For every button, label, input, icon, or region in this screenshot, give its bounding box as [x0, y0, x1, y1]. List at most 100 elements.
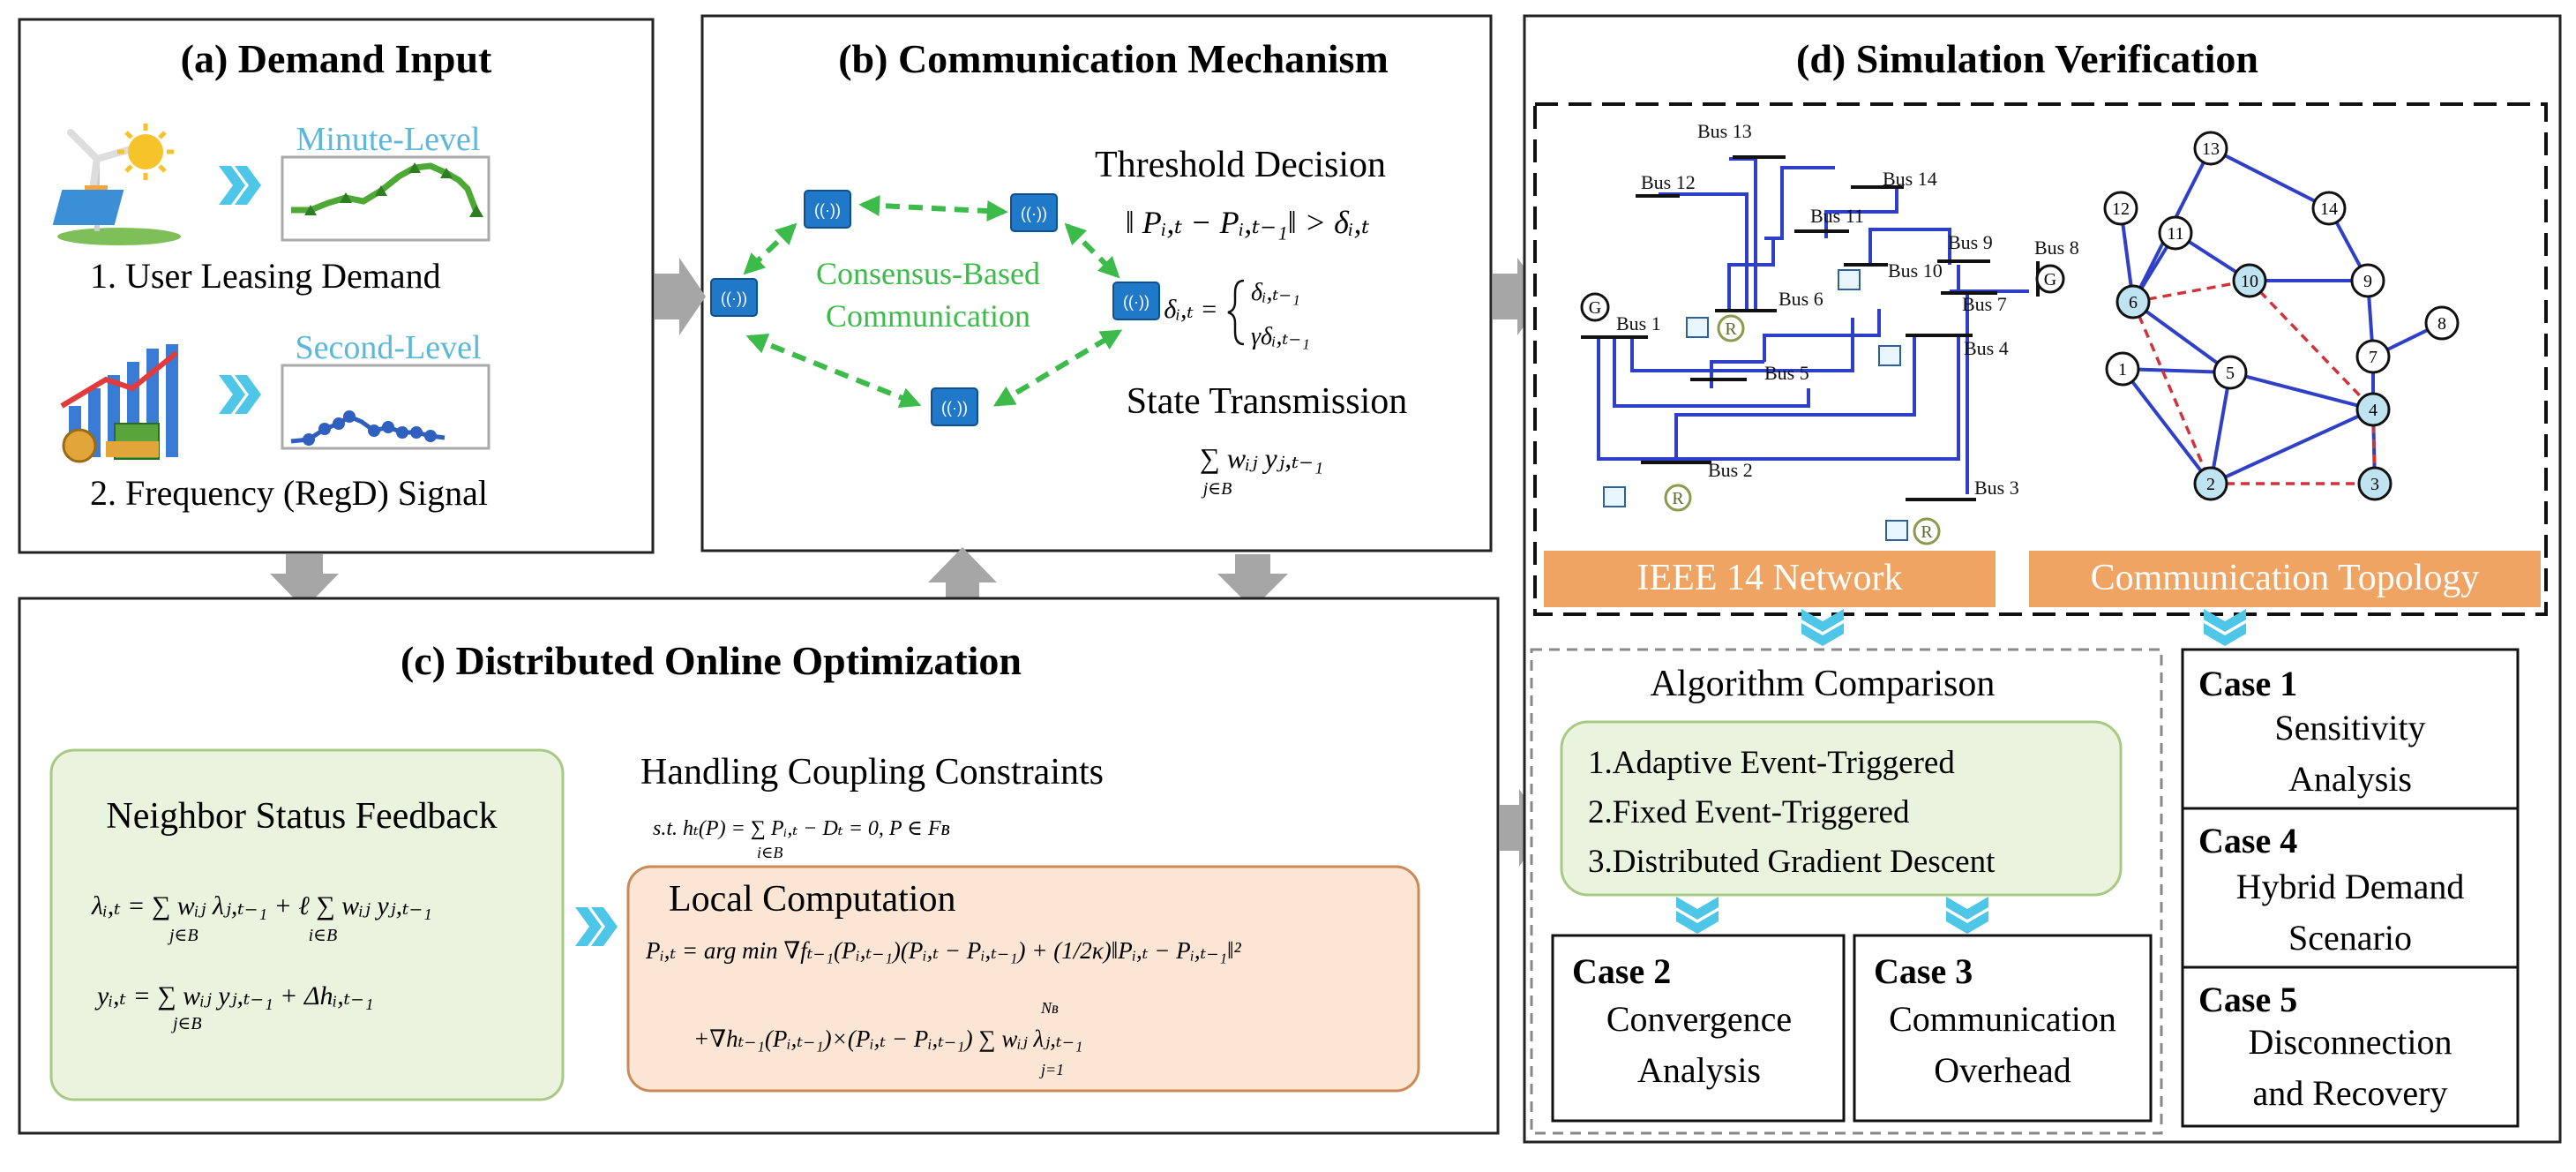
- topology-node: 8: [2437, 314, 2446, 334]
- panel-c-title: (c) Distributed Online Optimization: [401, 638, 1022, 683]
- algorithm-item: 1.Adaptive Event-Triggered: [1588, 745, 1955, 781]
- local-computation-title: Local Computation: [669, 879, 955, 920]
- topology-node: 7: [2369, 348, 2378, 367]
- delta-rule-lhs: δᵢ,ₜ =: [1164, 295, 1217, 324]
- topology-node: 1: [2118, 360, 2127, 379]
- panel-simulation-verification: (d) Simulation Verification: [1523, 14, 2562, 1144]
- coupling-formula: s.t. hₜ(P) = ∑ Pᵢ,ₜ − Dₜ = 0, P ∈ Fʙ: [653, 817, 950, 840]
- arrow-b-to-d: [1493, 258, 1546, 335]
- case-4-line2: Scenario: [2288, 918, 2412, 958]
- demand-item-1: 1. User Leasing Demand: [90, 256, 441, 296]
- topology-node: 14: [2320, 199, 2338, 219]
- storage-icon: [1885, 520, 1908, 541]
- router-icon: [804, 190, 851, 229]
- case-2-line1: Convergence: [1606, 999, 1792, 1039]
- y-equation-sub: j∈B: [170, 1014, 202, 1033]
- ieee14-network: [1597, 157, 2029, 494]
- bus-label: Bus 6: [1778, 288, 1823, 310]
- finance-growth-icon: [60, 344, 178, 463]
- storage-icon: [1686, 317, 1709, 338]
- renewable-energy-icon: [52, 124, 181, 245]
- panel-d-title: (d) Simulation Verification: [1796, 36, 2258, 81]
- algorithm-item: 2.Fixed Event-Triggered: [1588, 794, 1910, 830]
- y-equation: yᵢ,ₜ = ∑ wᵢⱼ yⱼ,ₜ₋₁ + Δhᵢ,ₜ₋₁: [94, 981, 373, 1010]
- delta-case-2: γδᵢ,ₜ₋₁: [1251, 323, 1310, 350]
- renewable-icon: R: [1672, 489, 1684, 508]
- topology-node: 5: [2226, 364, 2235, 383]
- arrow-b-to-c: [1217, 554, 1288, 609]
- local-equation-1: Pᵢ,ₜ = arg min ∇fₜ₋₁(Pᵢ,ₜ₋₁)(Pᵢ,ₜ − Pᵢ,ₜ…: [645, 937, 1242, 964]
- router-icon: [1010, 193, 1058, 232]
- case-4-title: Case 4: [2198, 821, 2297, 860]
- case-3-title: Case 3: [1874, 951, 1973, 991]
- renewable-icon: R: [1921, 522, 1933, 542]
- ieee14-label: IEEE 14 Network: [1637, 558, 1903, 598]
- state-formula: ∑ wᵢⱼ yⱼ,ₜ₋₁: [1200, 442, 1323, 474]
- coupling-formula-sub: i∈B: [757, 844, 783, 861]
- consensus-ring: Consensus-Based Communication: [710, 190, 1160, 426]
- algorithm-comparison-title: Algorithm Comparison: [1651, 664, 1996, 704]
- case-5-title: Case 5: [2198, 980, 2297, 1019]
- case-5-line2: and Recovery: [2252, 1073, 2447, 1113]
- coupling-title: Handling Coupling Constraints: [640, 752, 1104, 793]
- panel-b-title: (b) Communication Mechanism: [838, 36, 1389, 81]
- algorithm-item: 3.Distributed Gradient Descent: [1588, 844, 1996, 880]
- topology-node: 9: [2363, 272, 2372, 291]
- panel-distributed-optimization: (c) Distributed Online Optimization Neig…: [18, 597, 1500, 1135]
- topology-node: 12: [2112, 199, 2130, 219]
- bus-label: Bus 8: [2034, 237, 2079, 259]
- local-equation-2-sub: j=1: [1039, 1061, 1064, 1078]
- bus-label: Bus 9: [1948, 231, 1993, 253]
- case-1-line2: Analysis: [2288, 759, 2412, 799]
- panel-demand-input: (a) Demand Input Minute-Level 1. User: [18, 18, 655, 554]
- arrow-c-to-d: [1500, 789, 1546, 867]
- topology-node: 3: [2370, 475, 2379, 494]
- renewable-icon: R: [1725, 319, 1737, 339]
- panel-a-title: (a) Demand Input: [181, 36, 492, 81]
- bus-label: Bus 12: [1641, 171, 1696, 193]
- generator-icon: G: [1589, 298, 1601, 318]
- demand-item-2: 2. Frequency (RegD) Signal: [90, 473, 488, 513]
- minute-level-curve: [291, 162, 480, 214]
- lambda-equation-sub: j∈B i∈B: [167, 926, 337, 945]
- storage-icon: [1603, 486, 1626, 507]
- delta-case-1: δᵢ,ₜ₋₁: [1251, 279, 1300, 306]
- arrow-c-to-b: [928, 547, 997, 600]
- case-1-line1: Sensitivity: [2274, 708, 2425, 748]
- router-icon: [931, 387, 978, 426]
- threshold-formula: ‖ Pᵢ,ₜ − Pᵢ,ₜ₋₁‖ > δᵢ,ₜ: [1126, 205, 1370, 240]
- bus-label: Bus 3: [1974, 477, 2019, 499]
- bus-label: Bus 14: [1883, 168, 1937, 190]
- ieee14-buses: [1581, 155, 2040, 501]
- ieee14-bus-labels: Bus 1 Bus 2 Bus 3 Bus 4 Bus 5 Bus 6 Bus …: [1616, 120, 2079, 499]
- flow-arrows: [270, 258, 1546, 867]
- bus-label: Bus 1: [1616, 312, 1661, 334]
- bus-label: Bus 5: [1764, 362, 1809, 384]
- neighbor-feedback-title: Neighbor Status Feedback: [106, 796, 497, 837]
- comm-topology-label: Communication Topology: [2091, 558, 2480, 598]
- case-3-line1: Communication: [1889, 999, 2116, 1039]
- arrow-a-to-b: [655, 258, 706, 335]
- ieee14-devices: G G R R R: [1580, 264, 2065, 545]
- topology-node: 13: [2202, 139, 2220, 159]
- consensus-label-2: Communication: [826, 298, 1030, 334]
- storage-icon: [1838, 269, 1861, 290]
- arrow-a-to-c: [270, 554, 339, 609]
- case-2-line2: Analysis: [1637, 1050, 1761, 1090]
- case-5-line1: Disconnection: [2248, 1022, 2452, 1062]
- topology-node: 11: [2167, 224, 2183, 244]
- router-icon: [710, 278, 758, 317]
- bus-label: Bus 2: [1708, 459, 1753, 481]
- bus-label: Bus 4: [1964, 337, 2009, 359]
- bus-label: Bus 10: [1888, 259, 1943, 282]
- bus-label: Bus 11: [1810, 205, 1864, 227]
- case-3-line2: Overhead: [1934, 1050, 2071, 1090]
- case-1-title: Case 1: [2198, 664, 2297, 703]
- panel-communication-mechanism: (b) Communication Mechanism Consensus-Ba…: [700, 14, 1493, 552]
- bus-label: Bus 13: [1697, 120, 1752, 142]
- local-equation-2: +∇hₜ₋₁(Pᵢ,ₜ₋₁)×(Pᵢ,ₜ − Pᵢ,ₜ₋₁) ∑ wᵢⱼ λⱼ,…: [693, 1026, 1082, 1052]
- threshold-title: Threshold Decision: [1095, 145, 1386, 185]
- lambda-equation: λᵢ,ₜ = ∑ wᵢⱼ λⱼ,ₜ₋₁ + ℓ ∑ wᵢⱼ yⱼ,ₜ₋₁: [91, 891, 432, 920]
- minute-level-label: Minute-Level: [296, 121, 481, 158]
